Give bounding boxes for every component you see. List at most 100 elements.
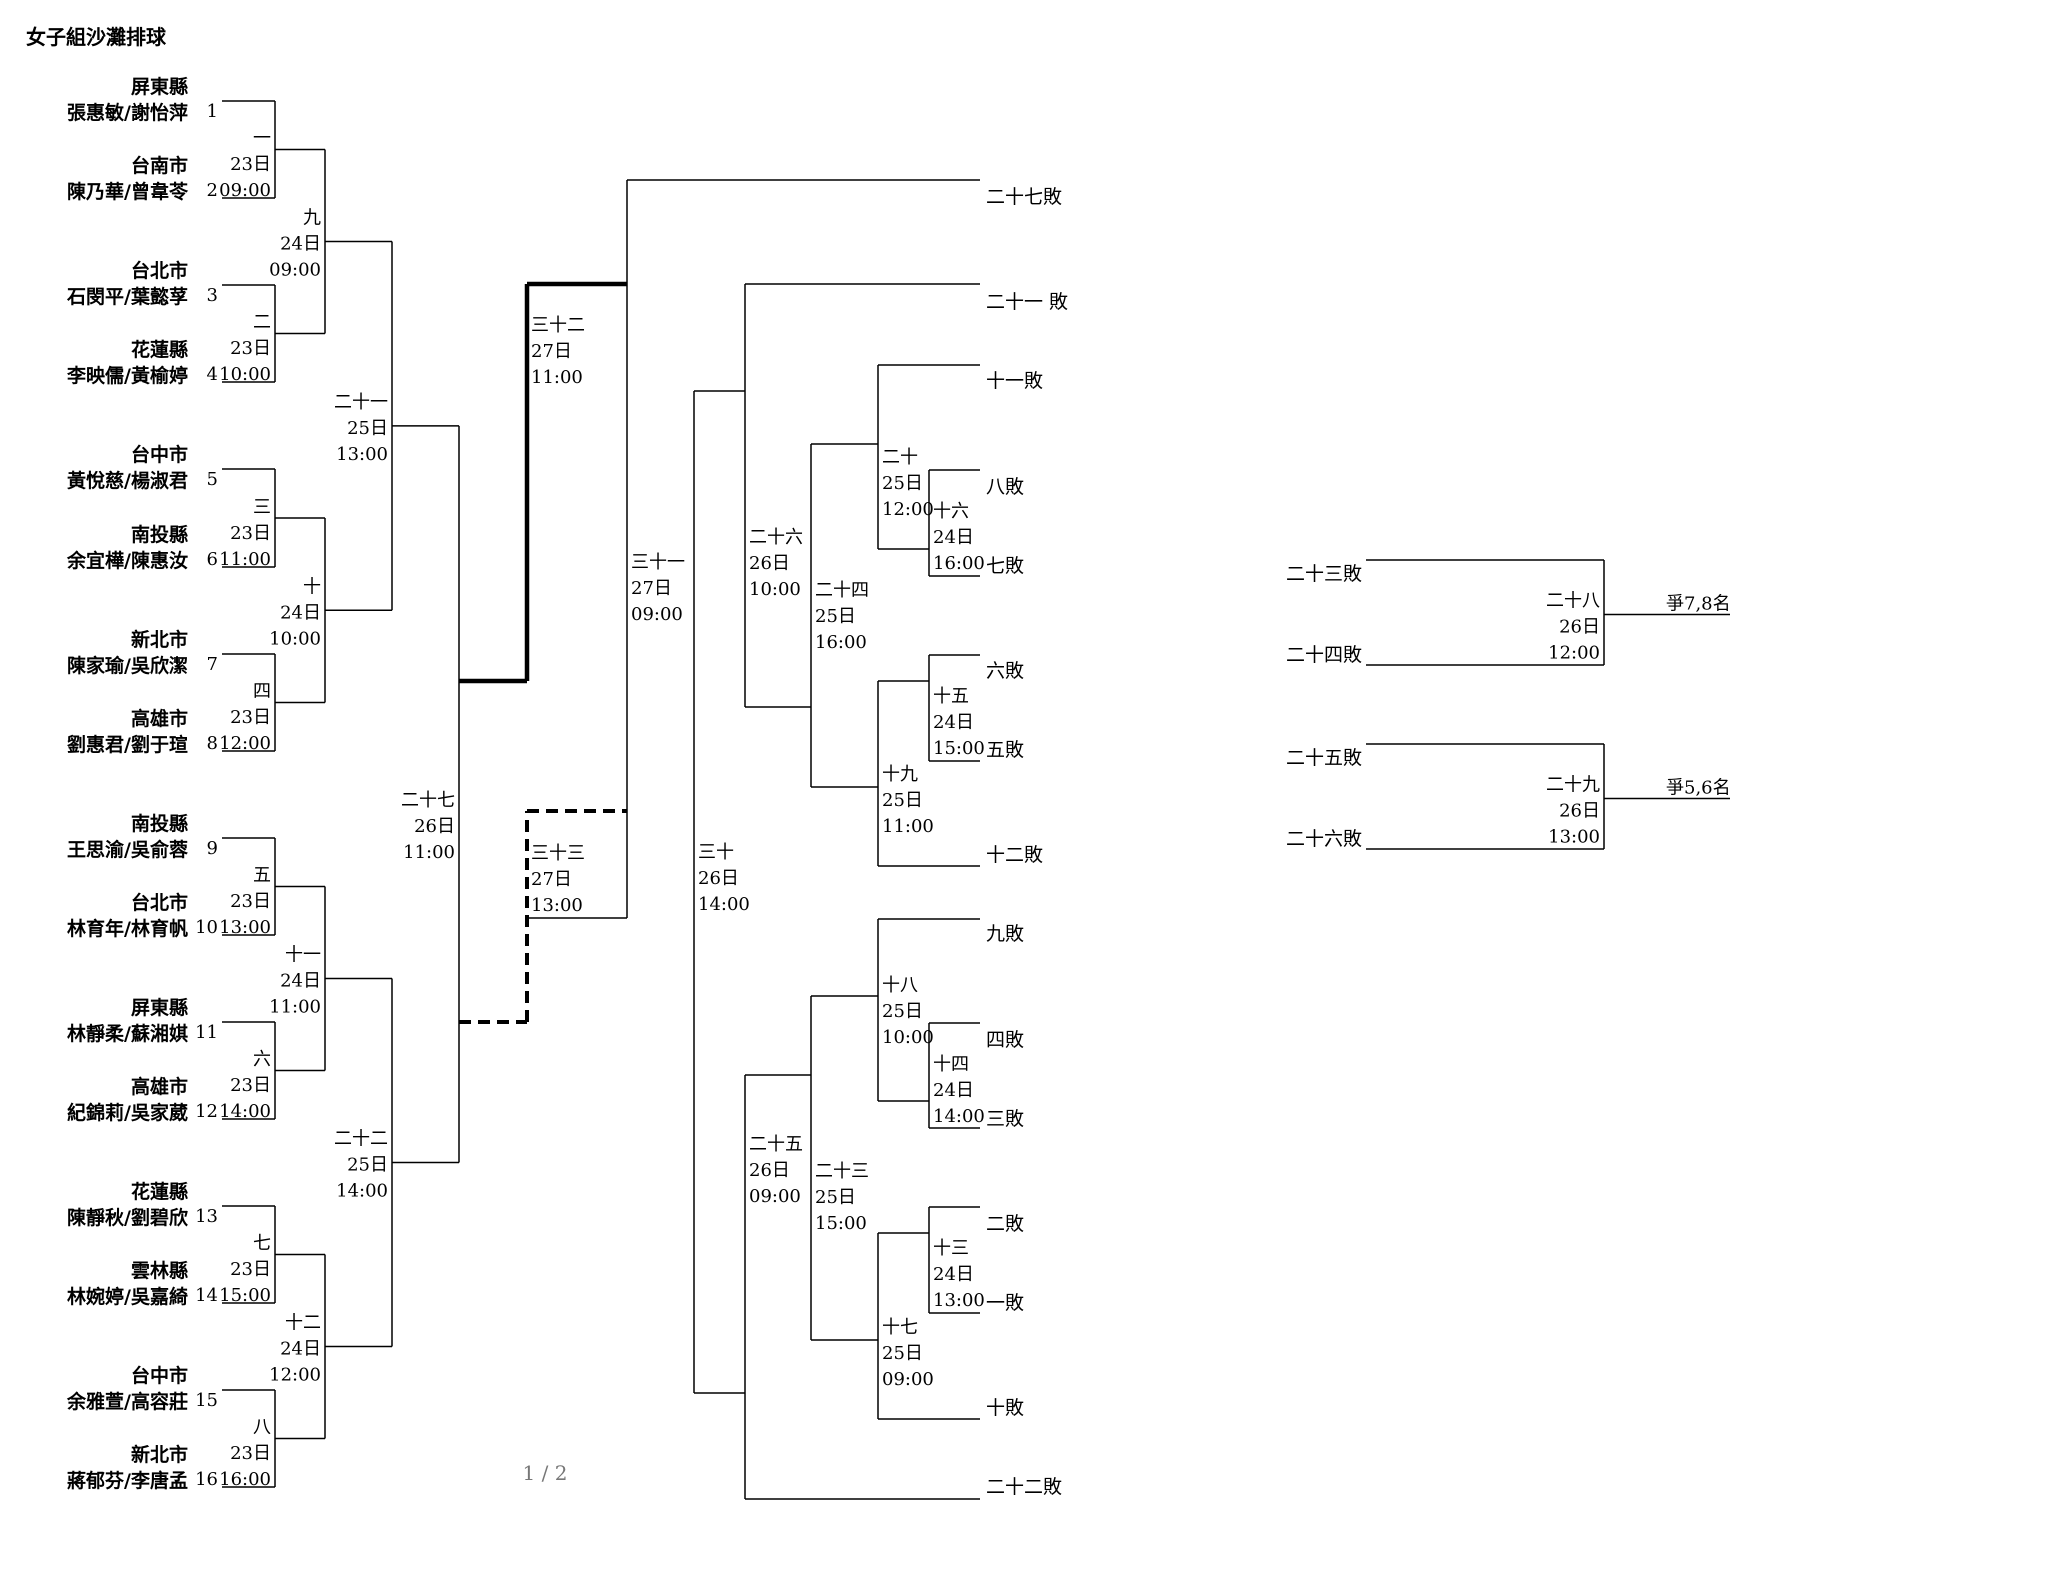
loser-entry: 七敗 <box>986 555 1024 577</box>
match-round3-number: 二十二 <box>334 1129 388 1150</box>
team-players: 陳乃華/曾韋苓 <box>67 180 189 203</box>
loser-entry: 五敗 <box>986 739 1024 761</box>
match-31-number: 三十一 <box>631 552 685 573</box>
loser-entry: 十二敗 <box>986 844 1043 866</box>
loser-entry: 一敗 <box>986 1292 1024 1314</box>
loser-entry: 三敗 <box>986 1108 1024 1130</box>
loser-entry: 六敗 <box>986 660 1024 682</box>
match-round2-time: 09:00 <box>269 260 321 281</box>
team-county: 台中市 <box>131 1364 188 1387</box>
match-14-number: 十四 <box>933 1054 969 1075</box>
match-round2-time: 10:00 <box>269 628 321 649</box>
match-round1-time: 10:00 <box>219 364 271 385</box>
team-players: 蔣郁芬/李唐孟 <box>67 1469 188 1492</box>
match-round1-number: 四 <box>253 681 271 702</box>
match-25-number: 二十五 <box>749 1134 803 1155</box>
team-county: 高雄市 <box>131 1075 188 1098</box>
team-players: 石閔平/葉懿莩 <box>66 285 188 308</box>
match-26-day: 26日 <box>749 553 790 574</box>
match-round1-time: 13:00 <box>219 917 271 938</box>
team-players: 林婉婷/吳嘉綺 <box>67 1285 188 1308</box>
match-placement-number: 二十八 <box>1546 591 1600 612</box>
match-round2-day: 24日 <box>280 602 321 623</box>
page-number: 1 / 2 <box>523 1461 568 1485</box>
placement-entry: 二十五敗 <box>1286 747 1362 769</box>
match-17-number: 十七 <box>882 1317 918 1338</box>
match-round2-time: 12:00 <box>269 1365 321 1386</box>
match-round1-time: 14:00 <box>219 1101 271 1122</box>
match-20-number: 二十 <box>882 447 918 468</box>
team-county: 高雄市 <box>131 707 188 730</box>
team-seed: 11 <box>195 1022 218 1043</box>
match-round2-number: 十一 <box>285 945 321 966</box>
team-seed: 15 <box>195 1390 218 1411</box>
match-round2-number: 十二 <box>285 1313 321 1334</box>
match-round1-time: 15:00 <box>219 1285 271 1306</box>
match-round2-number: 十 <box>303 576 321 597</box>
match-26-time: 10:00 <box>749 579 801 600</box>
team-seed: 1 <box>207 101 218 122</box>
match-round2-time: 11:00 <box>269 997 321 1018</box>
match-32-day: 27日 <box>531 341 572 362</box>
match-placement-time: 12:00 <box>1548 643 1600 664</box>
team-county: 南投縣 <box>131 812 188 835</box>
team-players: 林靜柔/蘇湘娸 <box>67 1022 188 1045</box>
team-players: 余雅萱/高容莊 <box>66 1390 188 1413</box>
match-26-number: 二十六 <box>749 527 803 548</box>
loser-entry: 二十二敗 <box>986 1476 1062 1498</box>
team-players: 劉惠君/劉于瑄 <box>67 733 188 756</box>
loser-entry: 十一敗 <box>986 370 1043 392</box>
match-15-time: 15:00 <box>933 738 985 759</box>
placement-entry: 二十三敗 <box>1286 563 1362 585</box>
match-20-day: 25日 <box>882 473 923 494</box>
match-24-day: 25日 <box>815 606 856 627</box>
match-19-time: 11:00 <box>882 816 934 837</box>
match-24-number: 二十四 <box>815 580 869 601</box>
team-seed: 3 <box>207 285 218 306</box>
team-players: 王思渝/吳俞蓉 <box>67 838 188 861</box>
match-31-time: 09:00 <box>631 604 683 625</box>
match-round3-number: 二十一 <box>334 392 388 413</box>
match-round1-number: 八 <box>253 1417 271 1438</box>
team-players: 紀錦莉/吳家葳 <box>67 1101 188 1124</box>
team-county: 台中市 <box>131 443 188 466</box>
match-13-day: 24日 <box>933 1264 974 1285</box>
match-round1-day: 23日 <box>230 1259 271 1280</box>
team-seed: 14 <box>195 1285 218 1306</box>
team-county: 花蓮縣 <box>131 1180 188 1203</box>
match-15-number: 十五 <box>933 686 969 707</box>
match-19-number: 十九 <box>882 764 918 785</box>
team-county: 台北市 <box>131 259 188 282</box>
loser-entry: 二十七敗 <box>986 186 1062 208</box>
match-round1-time: 12:00 <box>219 733 271 754</box>
match-round3-day: 25日 <box>347 1155 388 1176</box>
team-seed: 6 <box>207 549 218 570</box>
match-17-day: 25日 <box>882 1343 923 1364</box>
match-round1-number: 三 <box>253 497 271 518</box>
team-players: 陳靜秋/劉碧欣 <box>67 1206 189 1229</box>
match-30-day: 26日 <box>698 868 739 889</box>
match-27-number: 二十七 <box>401 790 455 811</box>
match-round1-time: 16:00 <box>219 1469 271 1490</box>
match-round1-day: 23日 <box>230 891 271 912</box>
placement-label: 爭7,8名 <box>1666 594 1731 615</box>
match-27-day: 26日 <box>414 816 455 837</box>
match-25-day: 26日 <box>749 1160 790 1181</box>
bracket-lines <box>222 100 1730 1500</box>
team-seed: 8 <box>207 733 218 754</box>
team-seed: 4 <box>207 364 218 385</box>
team-seed: 2 <box>207 180 218 201</box>
match-23-day: 25日 <box>815 1187 856 1208</box>
placement-label: 爭5,6名 <box>1666 778 1731 799</box>
loser-entry: 二敗 <box>986 1213 1024 1235</box>
match-round3-time: 14:00 <box>336 1181 388 1202</box>
match-round2-day: 24日 <box>280 971 321 992</box>
match-round1-day: 23日 <box>230 338 271 359</box>
match-32-time: 11:00 <box>531 367 583 388</box>
match-placement-day: 26日 <box>1559 801 1600 822</box>
match-round2-day: 24日 <box>280 234 321 255</box>
match-18-time: 10:00 <box>882 1027 934 1048</box>
page-title: 女子組沙灘排球 <box>26 25 167 49</box>
team-players: 張惠敏/謝怡萍 <box>67 101 188 124</box>
match-round1-day: 23日 <box>230 1443 271 1464</box>
